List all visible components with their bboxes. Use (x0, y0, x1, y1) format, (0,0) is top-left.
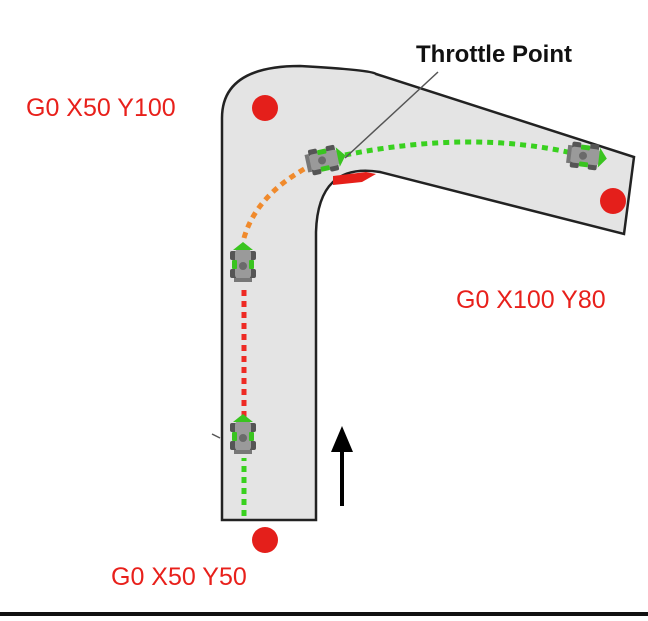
up-arrow-icon (331, 426, 353, 506)
kerb (333, 172, 376, 185)
waypoint-dot-top-left (252, 95, 278, 121)
small-tick-mark (211, 433, 221, 439)
waypoint-dot-right (600, 188, 626, 214)
throttle-point-leader-line (344, 71, 439, 159)
waypoint-label-bottom: G0 X50 Y50 (111, 563, 247, 591)
waypoint-dot-bottom (252, 527, 278, 553)
racing-line-acceleration-exit (344, 139, 573, 158)
track-surface (220, 64, 636, 522)
throttle-point-label: Throttle Point (416, 41, 572, 68)
waypoint-label-right: G0 X100 Y80 (456, 286, 606, 314)
bottom-border (0, 612, 648, 616)
waypoints (252, 95, 626, 553)
track (220, 64, 636, 522)
racing-line-turn-in (241, 165, 308, 239)
waypoint-label-top-left: G0 X50 Y100 (26, 94, 176, 122)
